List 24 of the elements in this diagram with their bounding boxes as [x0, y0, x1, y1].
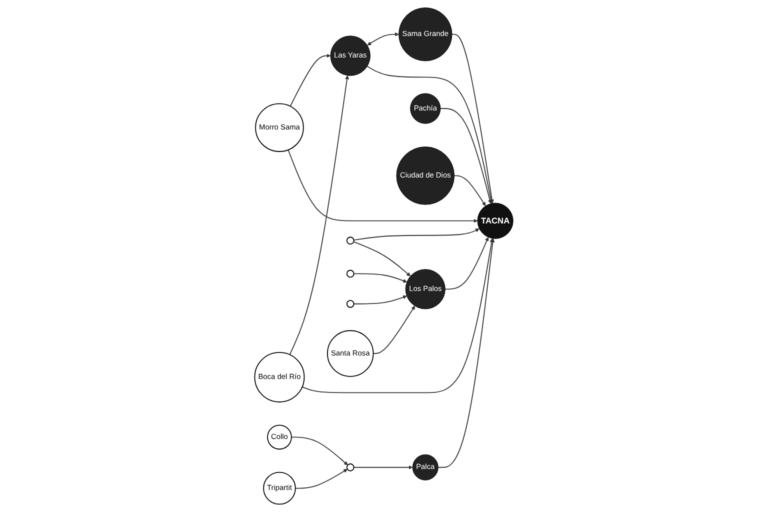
- arrow: [289, 75, 350, 356]
- arrow: [372, 306, 416, 354]
- node-circle: [346, 300, 354, 308]
- node-circle: [346, 236, 354, 245]
- arrow: [367, 32, 400, 46]
- node-circle: TACNA: [477, 202, 514, 239]
- arrow: [444, 237, 489, 290]
- arrow: [353, 228, 480, 241]
- arrow: [353, 241, 411, 276]
- node-circle: [346, 270, 354, 278]
- arrow: [454, 175, 486, 206]
- arrow: [353, 273, 408, 283]
- arrow: [438, 238, 495, 468]
- arrow: [291, 436, 348, 466]
- arrow: [295, 469, 348, 489]
- arrow: [353, 465, 413, 470]
- node-circle: [346, 463, 354, 472]
- arrow: [353, 295, 408, 304]
- arrow: [440, 108, 492, 204]
- arrow: [366, 66, 494, 204]
- arrow: [452, 34, 494, 204]
- arrow: [302, 238, 494, 394]
- arrow: [290, 54, 331, 107]
- arrow: [288, 149, 478, 223]
